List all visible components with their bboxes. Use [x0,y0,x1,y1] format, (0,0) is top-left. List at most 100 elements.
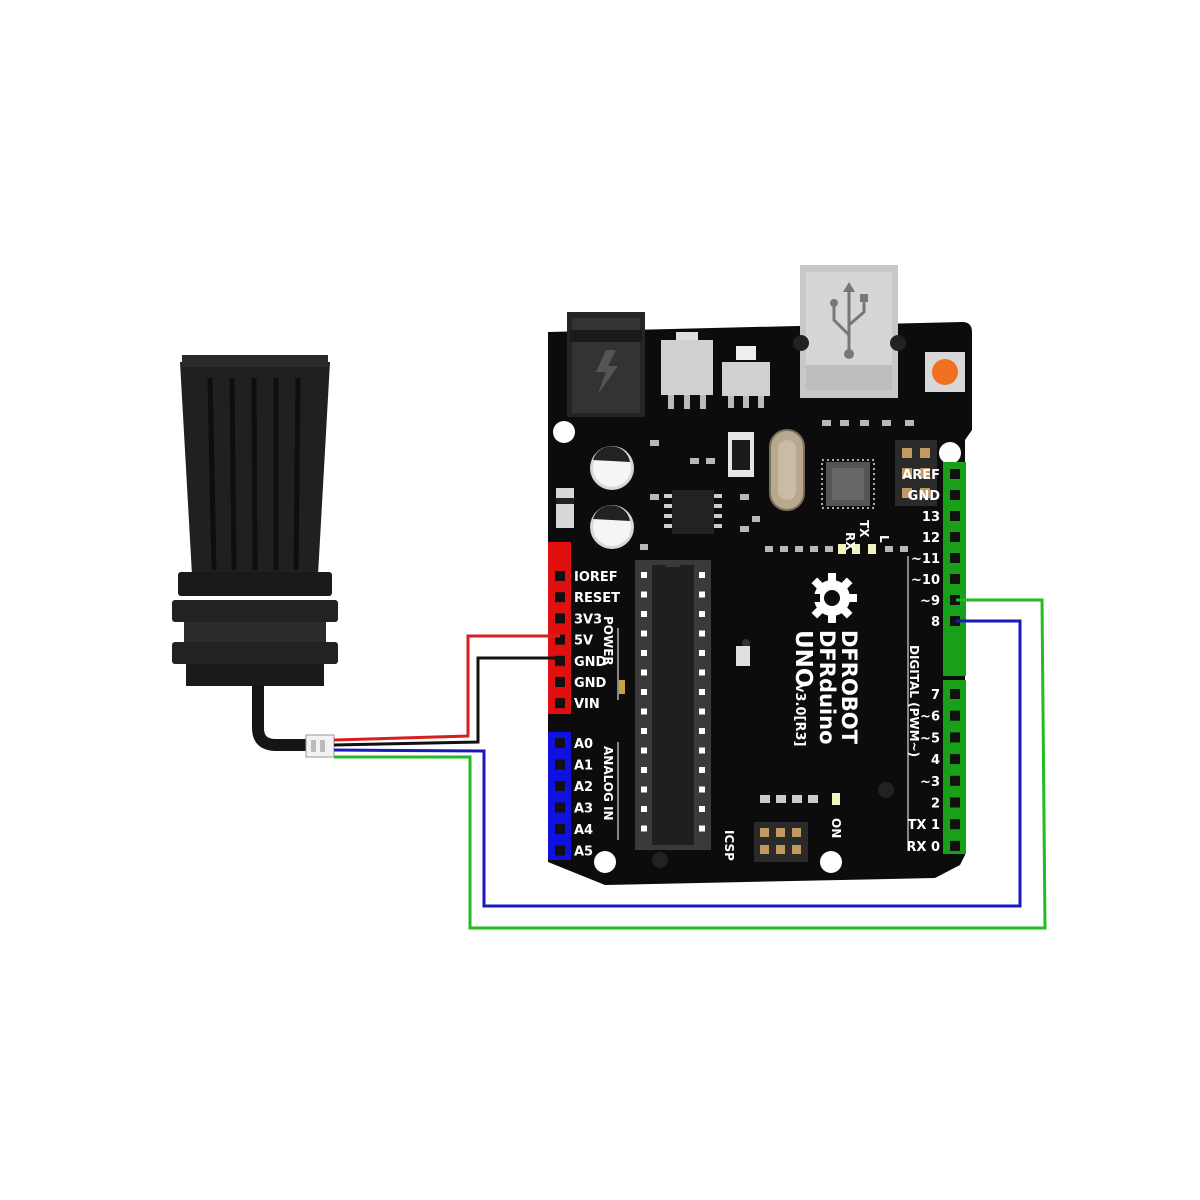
dip-pin [641,689,647,695]
power-pin-label: 5V [574,634,593,649]
dip-pin [699,708,705,715]
analog-pin-socket [555,802,565,813]
power-pin-label: GND [574,676,607,691]
digital-pin-socket [950,840,960,851]
wire-gnd-black [333,656,560,747]
usb-icon [832,290,866,352]
atmega-microcontroller [635,560,711,850]
digital-pin-socket [950,574,960,584]
mounting-hole [939,442,961,464]
sensor-collar [178,572,332,596]
tx-label: TX [857,520,871,538]
dip-pin [699,806,705,812]
analog-pin-label: A3 [574,802,593,817]
power-pin-label: 3V3 [574,612,602,627]
digital-pin-socket [950,732,960,743]
rx-led [838,544,846,554]
dip-pin [641,806,647,812]
digital-header-bottom [943,680,966,854]
power-led [832,793,840,805]
dip-pin [699,669,705,676]
wire-signal-blue [333,619,1022,908]
icsp-header-bottom [754,822,808,862]
capacitor [590,505,634,549]
power-header [548,542,571,714]
power-pin-socket [555,571,565,581]
diode [556,488,574,528]
reset-button[interactable] [925,352,965,392]
dip-pin [641,669,647,676]
digital-pin-label: 4 [931,753,940,768]
rx-label: RX [843,532,857,551]
digital-pin-socket [950,819,960,830]
power-pin-socket [555,677,565,687]
dip-pin [699,825,705,832]
power-pin-socket [555,634,565,645]
brand-line1: DFROBOT [837,630,861,745]
dip-pin [641,708,647,715]
digital-pin-socket [950,553,960,563]
dip-pin [699,572,705,578]
voltage-regulator [661,332,713,409]
power-pin-label: VIN [574,697,600,712]
dip-pin [641,767,647,773]
digital-pin-socket [950,469,960,479]
l-led [868,544,876,554]
analog-pin-socket [555,738,565,748]
power-pin-label: GND [574,655,607,670]
digital-pin-label: 13 [922,510,940,525]
on-label: ON [829,818,843,838]
digital-pin-socket [950,710,960,721]
dip-pin [699,689,705,695]
digital-pin-socket [950,754,960,765]
analog-pin-label: A5 [574,845,593,860]
digital-pin-label: ~9 [920,594,940,609]
dip-pin [641,572,647,578]
digital-pin-label: TX 1 [908,818,940,833]
lightning-icon [596,350,618,394]
digital-pin-label: ~3 [920,775,940,790]
l-label: L [877,535,891,543]
wire-signal-green [334,598,1047,930]
dip-pin [699,767,705,773]
mounting-hole [594,851,616,873]
analog-pin-label: A2 [574,780,593,795]
digital-pin-label: 12 [922,531,940,546]
digital-pin-label: ~11 [911,552,940,567]
usb-connector [800,265,898,398]
digital-pin-label: GND [908,489,941,504]
icsp-header-top [895,440,937,506]
power-pin-socket [555,592,565,603]
dip-pin [699,786,705,793]
usb-controller-chip [821,459,875,509]
power-pin-label: IOREF [574,570,618,585]
digital-pin-socket [950,532,960,542]
ic-8pin [664,490,722,534]
dip-pin [699,591,705,598]
dip-pin [641,591,647,598]
power-pin-socket [555,613,565,624]
dip-pin [699,630,705,637]
dip-pin [641,786,647,793]
digital-pin-socket [950,775,960,786]
dip-pin [641,728,647,734]
analog-group-label: ANALOG IN [601,746,615,821]
digital-pin-label: AREF [902,468,940,483]
icsp-label: ICSP [722,830,736,861]
analog-pin-socket [555,759,565,770]
dip-pin [641,747,647,754]
power-pin-socket [555,698,565,709]
analog-pin-socket [555,781,565,791]
smd-component [736,646,750,666]
dc-power-jack [567,312,645,417]
power-group-label: POWER [601,616,615,666]
capacitor [590,446,634,490]
digital-pin-socket [950,797,960,808]
dip-pin [699,611,705,617]
analog-pin-label: A1 [574,759,593,774]
digital-pin-label: ~5 [920,731,940,746]
digital-pin-socket [950,689,960,699]
analog-pin-label: A0 [574,737,593,752]
dfrobot-gear-icon [806,573,857,623]
